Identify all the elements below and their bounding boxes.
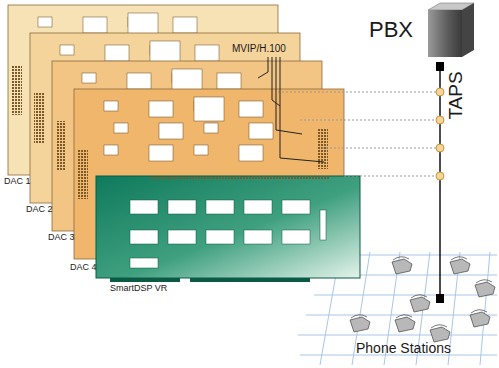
taps-label: TAPS bbox=[446, 71, 465, 119]
card-label: DAC 2 bbox=[26, 205, 53, 215]
phone-stations: Phone Stations bbox=[300, 303, 497, 366]
card-label: SmartDSP VR bbox=[110, 284, 167, 294]
node-text: Phone Stations bbox=[356, 341, 451, 356]
node-text: SmartDSP VR bbox=[110, 284, 167, 294]
pbx-node: PBX bbox=[365, 3, 475, 65]
node-text: PBX bbox=[369, 18, 413, 42]
smartdsp-card bbox=[96, 176, 360, 282]
node-text: DAC 2 bbox=[26, 205, 53, 215]
node-text: DAC 3 bbox=[48, 233, 75, 243]
bus-label: MVIP/H.100 bbox=[232, 44, 286, 54]
phone-icons bbox=[350, 257, 495, 342]
node-text: DAC 4 bbox=[70, 263, 97, 273]
pbx-tower bbox=[428, 3, 474, 57]
node-text: DAC 1 bbox=[4, 177, 31, 187]
card-label: DAC 3 bbox=[48, 233, 75, 243]
tap-line bbox=[439, 65, 441, 303]
card-label: DAC 4 bbox=[70, 263, 97, 273]
card-label: DAC 1 bbox=[4, 177, 31, 187]
